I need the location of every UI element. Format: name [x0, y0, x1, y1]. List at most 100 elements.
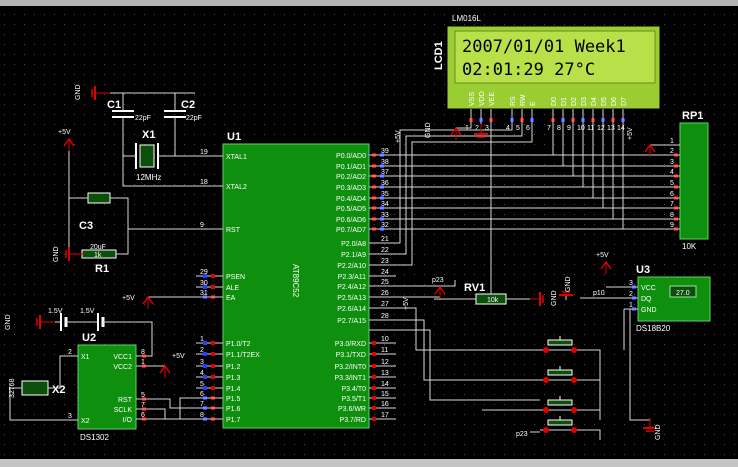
lcd-pin-8-number: 8 [557, 125, 561, 132]
ground-icon [91, 86, 110, 100]
u1-pin-6-number: 6 [200, 391, 204, 398]
u3-pin-gnd-number: 1 [629, 302, 633, 309]
rp1-body [679, 122, 709, 240]
u1-pin-29-name: PSEN [226, 274, 245, 281]
lcd-pin-6-number: 6 [526, 125, 530, 132]
u1-pin-10-number: 10 [381, 336, 389, 343]
u1-pin-25-number: 25 [381, 279, 389, 286]
u1-pin-9-number: 9 [200, 222, 204, 229]
u1-pin-3-marker-b [203, 364, 207, 368]
u2-body [77, 344, 137, 430]
lcd-pin-rs-label: RS [510, 96, 517, 106]
u1-pin-3-marker [211, 364, 215, 368]
u1-pin-30-marker-b [203, 285, 207, 289]
lcd-pin-13-number: 13 [607, 125, 615, 132]
lcd-component[interactable]: 2007/01/01 Week1 02:01:29 27°C LM016L LC… [433, 14, 661, 132]
ground-icon [474, 124, 488, 138]
u2-pin-7-number: 7 [141, 402, 145, 409]
u2-pin-vcc1-name: VCC1 [113, 354, 132, 361]
u1-pin-38-number: 38 [381, 159, 389, 166]
gnd-label: GND [425, 122, 432, 138]
u2-pin-3-number: 3 [68, 413, 72, 420]
u1-pin-38-name: P0.1/AD1 [336, 164, 366, 171]
push-button-contact [571, 347, 577, 353]
lcd-pin-rw-label: RW [520, 94, 527, 106]
push-button-4[interactable] [540, 416, 580, 433]
u1-pin-26-name: P2.5/A13 [337, 295, 366, 302]
u3-pin-vcc-label: VCC [641, 285, 656, 292]
u3-part: DS18B20 [636, 324, 671, 333]
lcd-pin-vss-label: VSS [469, 92, 476, 106]
c2-value: 22pF [186, 115, 202, 122]
u2-ref: U2 [82, 332, 96, 344]
gnd-label: GND [551, 290, 558, 306]
u3-pin-gnd-label: GND [641, 307, 657, 314]
push-button-cap [547, 399, 573, 406]
battery-1-label: 1.5V [48, 308, 63, 315]
u1-pin-29-number: 29 [200, 269, 208, 276]
u1-pin-36-number: 36 [381, 180, 389, 187]
u1-pin-8-name: P1.7 [226, 417, 241, 424]
u1-pin-32-name: P0.7/AD7 [336, 227, 366, 234]
u1-pin-3-name: P1.2 [226, 364, 241, 371]
vcc-label: +5V [596, 252, 609, 259]
u1-pin-26-number: 26 [381, 290, 389, 297]
lcd-pin-group: VSS1VDD2VEE3RS4RW5E6D07D18D29D310D411D51… [465, 91, 628, 132]
lcd-pin-12-number: 12 [597, 125, 605, 132]
net-label-p10: p10 [593, 290, 605, 297]
u2-pin-2-number: 2 [68, 349, 72, 356]
u1-pin-1-number: 1 [200, 336, 204, 343]
wire-group [9, 92, 680, 440]
u1-pin-35-name: P0.4/AD4 [336, 196, 366, 203]
u3-pin-dq-number: 2 [629, 291, 633, 298]
u1-pin-25-name: P2.4/A12 [337, 284, 366, 291]
u1-pin-37-name: P0.2/AD2 [336, 174, 366, 181]
x1-body [139, 144, 155, 168]
rp1-pin-4-number: 4 [670, 169, 674, 176]
push-button-2[interactable] [540, 366, 580, 383]
u1-ref: U1 [227, 131, 241, 143]
u2-pin-x1-name: X1 [81, 354, 90, 361]
u1-pin-14-number: 14 [381, 381, 389, 388]
u2-pin-5-number: 5 [141, 392, 145, 399]
u1-pin-24-number: 24 [381, 269, 389, 276]
push-button-contact [543, 377, 549, 383]
push-button-1[interactable] [540, 336, 580, 353]
u1-pin-35-number: 35 [381, 191, 389, 198]
u2-pin-rst-name: RST [118, 397, 133, 404]
push-button-cap [547, 339, 573, 346]
u2-pin-io-name: I/O [123, 417, 133, 424]
push-button-contact [543, 347, 549, 353]
u1-pin-34-number: 34 [381, 201, 389, 208]
u2-pin-x2-name: X2 [81, 418, 90, 425]
ground-icon [643, 418, 657, 432]
net-label-p23-top: p23 [432, 277, 444, 284]
push-button-group[interactable] [540, 336, 580, 433]
lcd-pin-2-number: 2 [475, 125, 479, 132]
u1-pin-28-number: 28 [381, 313, 389, 320]
u2-pin-8-number: 8 [141, 349, 145, 356]
u1-pin-18-number: 18 [200, 179, 208, 186]
push-button-3[interactable] [540, 396, 580, 413]
x1-component[interactable]: X1 12MHz [135, 129, 161, 182]
u1-pin-33-number: 33 [381, 212, 389, 219]
r1-ref: R1 [95, 263, 109, 275]
rp1-pin-9-number: 9 [670, 222, 674, 229]
u1-component[interactable]: U1 AT89C52 19XTAL118XTAL29RST29PSEN30ALE… [196, 131, 396, 429]
u1-pin-1-marker [211, 341, 215, 345]
u1-pin-10-name: P3.0/RXD [335, 341, 366, 348]
ground-icon [36, 315, 55, 329]
vcc-label: +5V [395, 130, 402, 143]
u1-pin-19-name: XTAL1 [226, 154, 247, 161]
rp1-pin-6-number: 6 [670, 191, 674, 198]
u1-pin-16-number: 16 [381, 401, 389, 408]
u1-pin-29-marker [211, 274, 215, 278]
lcd-pin-d1-label: D1 [561, 97, 568, 106]
push-button-contact [543, 427, 549, 433]
